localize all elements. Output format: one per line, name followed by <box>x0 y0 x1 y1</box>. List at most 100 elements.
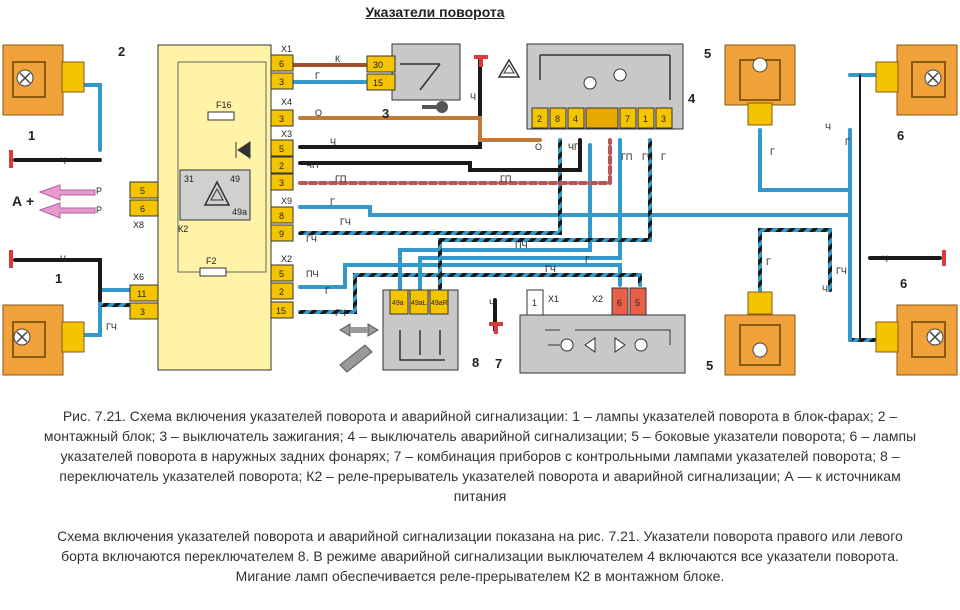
pin-x1-6: 6 <box>279 59 284 69</box>
tail-lamp-right-bottom <box>875 304 958 376</box>
fuse-f16 <box>207 111 235 121</box>
wire-label-gch-5: ГЧ <box>106 322 117 332</box>
pin-sw3-15: 15 <box>373 78 383 88</box>
wire-x9-gch <box>298 138 562 235</box>
wire-label-g-5: Г <box>770 147 775 157</box>
wire-headlamp-left-bottom <box>73 288 132 337</box>
label-c5-bottom: 5 <box>706 358 713 373</box>
wire-x3-ch <box>298 58 482 149</box>
label-f16: F16 <box>216 100 232 110</box>
wire-sw8-pch <box>398 143 592 294</box>
label-c7: 7 <box>495 356 502 371</box>
label-x8: X8 <box>133 220 144 230</box>
description-paragraph: Схема включения указателей поворота и ав… <box>57 528 903 584</box>
label-x4: X4 <box>281 97 292 107</box>
figure-caption: Рис. 7.21. Схема включения указателей по… <box>43 408 917 504</box>
headlamp-left-top <box>2 44 85 116</box>
headlamp-left-bottom <box>2 304 85 376</box>
side-repeater-top <box>724 44 796 126</box>
wire-label-ch-5: Ч <box>825 122 831 132</box>
wiring-diagram: 2 1 1 3 4 5 5 6 6 7 8 А + X1 X4 X3 X9 X2… <box>2 43 958 376</box>
pin-ip-6: 6 <box>617 298 622 308</box>
pin-relay-49a: 49a <box>232 207 247 217</box>
pin-x3-3: 3 <box>279 178 284 188</box>
wire-label-g-3: Г <box>585 255 590 265</box>
pin-hz-8: 8 <box>555 114 560 124</box>
power-arrows <box>38 184 96 219</box>
pin-hz-2: 2 <box>537 114 542 124</box>
block-pins-right <box>270 54 294 319</box>
pin-x6-11: 11 <box>137 289 146 299</box>
label-x2: X2 <box>281 254 292 264</box>
wire-label-ch-3: Ч <box>60 156 66 166</box>
label-c4: 4 <box>688 91 696 106</box>
label-c1-bottom: 1 <box>55 271 62 286</box>
side-repeater-bottom <box>724 291 796 376</box>
wire-label-gch-x2: ГЧ <box>335 308 346 318</box>
wire-x4-o <box>298 116 542 142</box>
hazard-switch-pins <box>531 107 673 129</box>
wire-label-r: Р <box>96 186 102 196</box>
wire-ground-left-bottom <box>13 258 102 302</box>
wire-x3-chp <box>298 138 582 172</box>
pin-sw8-49a: 49a <box>392 300 404 307</box>
hazard-triangle-icon <box>497 58 521 78</box>
wires <box>13 58 942 342</box>
wire-label-r-2: Р <box>96 205 102 215</box>
wire-label-gp: ГП <box>335 174 346 184</box>
wire-label-gp-3: ГП <box>621 152 632 162</box>
fuse-f2 <box>199 267 227 277</box>
label-a-plus: А + <box>12 193 34 209</box>
label-x6: X6 <box>133 272 144 282</box>
label-x3: X3 <box>281 129 292 139</box>
pin-x2-2: 2 <box>279 287 284 297</box>
turn-indicator-arrows-icon <box>584 337 626 353</box>
pin-hz-7: 7 <box>625 114 630 124</box>
wire-label-g-x9: Г <box>330 197 335 207</box>
wire-label-pch: ПЧ <box>306 269 318 279</box>
ground-markers <box>9 55 946 334</box>
pin-x6-3: 3 <box>140 307 145 317</box>
wire-x2-g <box>298 263 622 289</box>
wire-label-gch-x9b: ГЧ <box>306 234 317 244</box>
wire-label-o-2: О <box>535 142 542 152</box>
pin-x8-5: 5 <box>140 186 145 196</box>
wire-label-g-x2: Г <box>325 286 330 296</box>
wire-label-ch-8: Ч <box>489 298 495 308</box>
wire-label-g-7: Г <box>766 257 771 267</box>
wire-x3-gp <box>298 138 612 185</box>
pin-x9-8: 8 <box>279 211 284 221</box>
wire-label-gp-2: ГП <box>500 174 511 184</box>
ignition-switch <box>391 43 461 101</box>
tail-lamp-right-top <box>875 44 958 116</box>
pin-x3-5: 5 <box>279 144 284 154</box>
pin-hz-1: 1 <box>643 114 648 124</box>
pin-x9-9: 9 <box>279 229 284 239</box>
wire-label-ch-6: Ч <box>882 254 888 264</box>
key-icon <box>422 101 448 113</box>
wire-label-k: К <box>335 54 341 64</box>
wire-label-gch-3: ГЧ <box>545 264 556 274</box>
wire-label-chp: ЧП <box>306 160 318 170</box>
label-x1b: X1 <box>548 294 559 304</box>
label-x2b: X2 <box>592 294 603 304</box>
label-c1-top: 1 <box>28 128 35 143</box>
wire-label-pch-2: ПЧ <box>515 240 527 250</box>
wire-label-ch-7: Ч <box>822 284 828 294</box>
lamp-icon <box>752 342 768 358</box>
wire-sw8-r <box>438 138 652 294</box>
pin-x4-3: 3 <box>279 114 284 124</box>
wire-sw8-l <box>418 138 622 294</box>
label-c3: 3 <box>382 106 389 121</box>
wire-label-g: Г <box>315 71 320 81</box>
diagram-title: Указатели поворота <box>365 4 505 20</box>
wire-side-right-bottom <box>758 228 832 292</box>
label-x1: X1 <box>281 44 292 54</box>
wire-label-g-6: Г <box>845 137 850 147</box>
wire-label-gch-x9: ГЧ <box>340 217 351 227</box>
pin-relay-31: 31 <box>184 174 194 184</box>
label-c8: 8 <box>472 355 479 370</box>
wire-label-ch-2: Ч <box>470 92 476 102</box>
label-c6-top: 6 <box>897 128 904 143</box>
pin-ip-1: 1 <box>532 298 537 308</box>
